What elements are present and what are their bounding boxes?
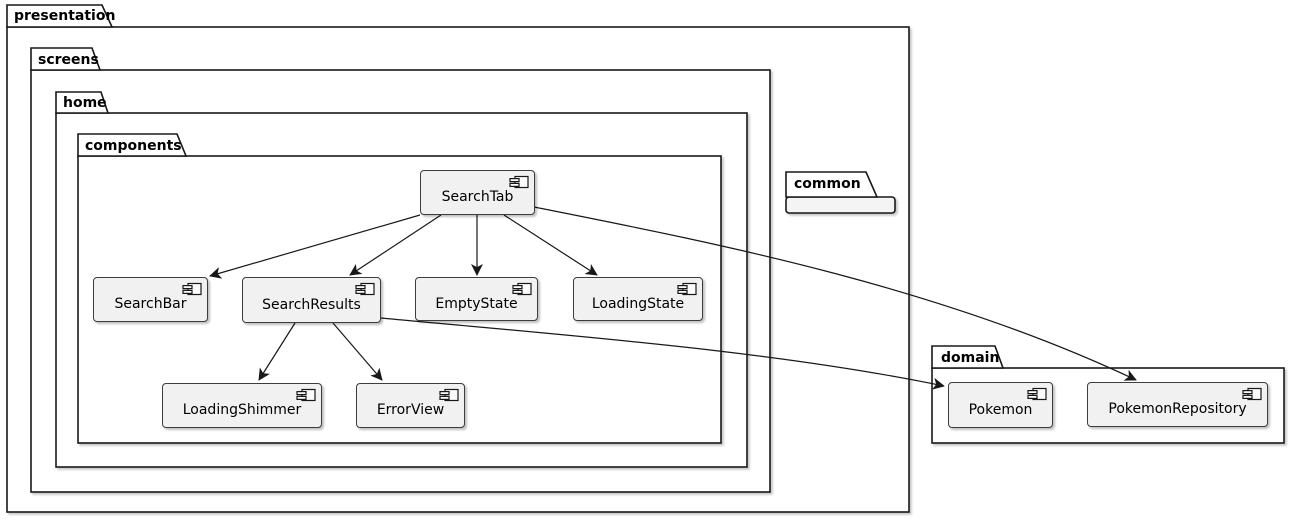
component-label: PokemonRepository [1108, 401, 1247, 417]
package-home-tab [55, 91, 110, 114]
package-components-label: components [85, 138, 182, 154]
package-home-label: home [63, 95, 107, 111]
component-label: SearchResults [262, 296, 361, 313]
component-emptystate: EmptyState [415, 277, 538, 321]
arrow-searchtab-to-searchbar [209, 214, 421, 279]
component-label: EmptyState [435, 295, 518, 312]
package-common-body [785, 196, 896, 214]
package-common-tab [785, 171, 879, 198]
component-label: Pokemon [968, 401, 1033, 418]
arrow-searchresults-to-errorview [332, 322, 383, 381]
component-label: LoadingShimmer [182, 402, 302, 418]
component-icon [296, 388, 316, 402]
package-presentation-label: presentation [14, 8, 116, 24]
component-label: LoadingState [591, 295, 685, 312]
package-components-tab [77, 133, 188, 157]
component-pokemon: Pokemon [948, 382, 1053, 428]
arrow-searchresults-to-loadingshimmer [258, 322, 296, 381]
package-screens-tab [30, 47, 102, 71]
arrow-searchtab-to-loadingstate [503, 214, 598, 276]
component-label: SearchTab [441, 189, 514, 205]
component-searchresults: SearchResults [242, 277, 381, 323]
component-errorview: ErrorView [356, 383, 465, 428]
component-icon [182, 282, 202, 296]
package-common-label: common [794, 176, 861, 192]
component-searchtab: SearchTab [420, 170, 535, 215]
component-icon [1242, 387, 1262, 401]
arrow-searchresults-to-pokemon [380, 317, 945, 390]
component-label: ErrorView [376, 402, 445, 418]
arrow-searchtab-to-pokemonrepository [533, 206, 1137, 381]
component-icon [355, 282, 375, 296]
component-label: SearchBar [114, 296, 187, 312]
component-loadingshimmer: LoadingShimmer [162, 383, 322, 428]
component-icon [509, 175, 529, 189]
arrow-searchtab-to-searchresults [349, 214, 442, 276]
component-icon [1027, 387, 1047, 401]
package-domain-label: domain [941, 350, 1000, 366]
component-icon [677, 282, 697, 296]
component-icon [512, 282, 532, 296]
component-searchbar: SearchBar [93, 277, 208, 322]
component-icon [439, 388, 459, 402]
component-pokemonrepository: PokemonRepository [1087, 382, 1268, 427]
component-loadingstate: LoadingState [573, 277, 703, 321]
package-domain-tab [931, 345, 1005, 369]
package-screens-label: screens [38, 52, 99, 68]
package-presentation-tab [6, 4, 114, 28]
